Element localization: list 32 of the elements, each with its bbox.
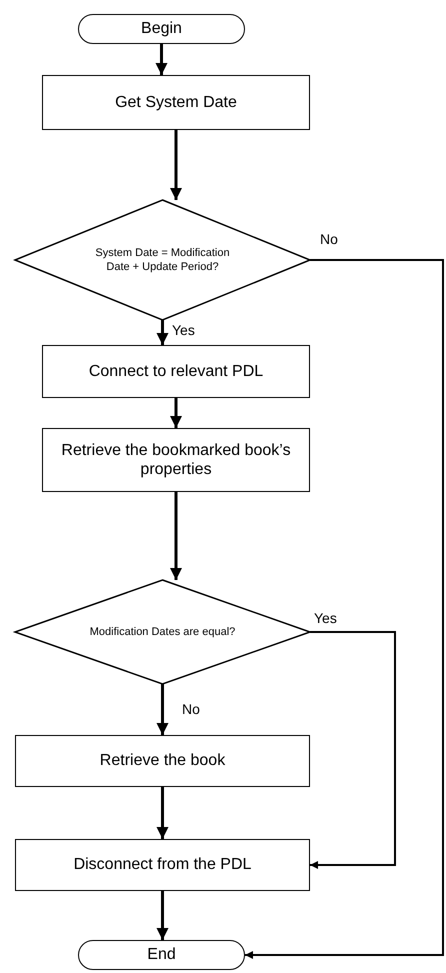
edge-label: No: [180, 702, 202, 718]
process-box: [42, 75, 310, 130]
edge-label: Yes: [312, 611, 339, 626]
decision-question: Modification Dates are equal?: [90, 624, 236, 640]
terminal-label: End: [147, 945, 176, 965]
process-box: [42, 428, 310, 492]
arrow: [156, 684, 168, 735]
step-label: Retrieve the book: [100, 751, 226, 771]
terminal-shape: [78, 940, 245, 970]
arrow: [170, 130, 182, 200]
process-box: [42, 345, 310, 398]
arrow: [156, 891, 168, 940]
decision-diamond: [15, 200, 310, 320]
terminal-shape: [78, 14, 245, 44]
arrow: [170, 492, 182, 580]
process-box: [15, 735, 310, 787]
arrow: [170, 398, 182, 428]
edge-label: No: [318, 232, 340, 248]
terminal-label: Begin: [141, 19, 182, 39]
arrow: [156, 787, 168, 839]
arrow: [310, 631, 396, 869]
decision-diamond: [15, 580, 310, 684]
decision-question: System Date = Modification Date + Update Period?: [94, 246, 231, 274]
arrow: [245, 259, 444, 959]
edge-label: Yes: [170, 323, 197, 338]
arrow: [156, 44, 168, 75]
step-label: Disconnect from the PDL: [74, 855, 252, 875]
step-label: Retrieve the bookmarked book’s properties: [60, 440, 292, 480]
process-box: [15, 839, 310, 891]
arrow: [156, 320, 168, 345]
step-label: Connect to relevant PDL: [88, 362, 264, 382]
step-label: Get System Date: [115, 92, 237, 112]
